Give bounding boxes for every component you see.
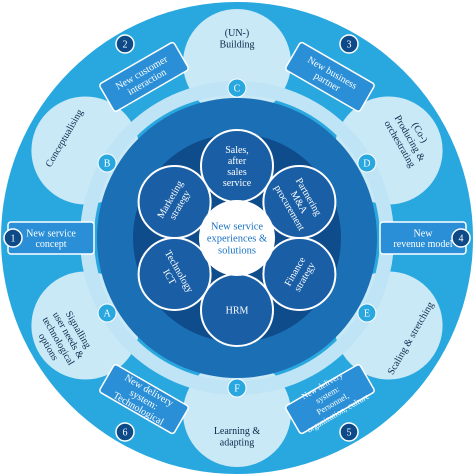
number-badge-circle xyxy=(3,228,23,248)
inner-label-line: service xyxy=(223,178,252,189)
capability-badge: A xyxy=(97,303,117,323)
number-badge-text: 5 xyxy=(347,428,352,439)
inner-marketing: Marketingstrategy xyxy=(137,165,212,239)
number-badge-text: 1 xyxy=(11,234,16,245)
number-badge-circle xyxy=(339,34,359,54)
capability-label: (UN-)Building xyxy=(219,28,254,51)
number-badge-circle xyxy=(115,34,135,54)
inner-label-line: Sales, xyxy=(225,145,249,156)
number-badge-circle xyxy=(339,422,359,442)
capability-label-line: adapting xyxy=(220,437,254,448)
inner-circle xyxy=(137,165,212,239)
dimension-label-line: concept xyxy=(35,239,66,250)
letter-badge-text: A xyxy=(103,309,111,320)
dimension-label-line: New service xyxy=(26,228,76,239)
number-badge-text: 4 xyxy=(459,234,464,245)
capability-label-line: Learning & xyxy=(214,426,261,437)
capability-label: Learning &adapting xyxy=(214,426,261,449)
inner-partnering: PartneringM&Aprocurement xyxy=(262,165,337,239)
number-badge-text: 2 xyxy=(123,40,128,51)
center-label-line: solutions xyxy=(218,246,256,257)
inner-label-line: after xyxy=(228,156,247,167)
center-label-line: experiences & xyxy=(207,234,267,245)
dimension-box xyxy=(99,364,189,435)
letter-badge-text: B xyxy=(104,159,111,170)
center-label-line: New service xyxy=(211,222,264,233)
letter-badge-text: C xyxy=(234,84,241,95)
dimension-box xyxy=(285,364,375,435)
letter-badge-circle xyxy=(357,303,377,323)
capability-badge: B xyxy=(97,153,117,173)
inner-technology: TechnologyICT xyxy=(137,237,212,311)
capability-label-line: (UN-) xyxy=(225,28,249,39)
inner-hrm: HRM xyxy=(200,273,274,347)
letter-badge-circle xyxy=(97,153,117,173)
capability-label-line: Building xyxy=(219,39,254,50)
letter-badge-circle xyxy=(227,78,247,98)
number-badge-text: 6 xyxy=(123,428,128,439)
inner-label: HRM xyxy=(226,306,249,317)
letter-badge-circle xyxy=(227,378,247,398)
letter-badge-text: F xyxy=(234,384,240,395)
inner-finance: Financestrategy xyxy=(262,237,337,311)
letter-badge-text: E xyxy=(364,309,370,320)
inner-label: Financestrategy xyxy=(283,255,318,294)
capability-badge: C xyxy=(227,78,247,98)
inner-label-line: HRM xyxy=(226,306,249,317)
number-badge-text: 3 xyxy=(347,40,352,51)
letter-badge-text: D xyxy=(363,159,370,170)
number-badge-circle xyxy=(451,228,471,248)
dimension-label-line: New xyxy=(414,228,434,239)
capability-badge: D xyxy=(357,153,377,173)
inner-label-line: sales xyxy=(227,167,247,178)
dimension-label-line: revenue model xyxy=(393,239,452,250)
capability-badge: E xyxy=(357,303,377,323)
center-disc xyxy=(199,200,275,276)
inner-circle xyxy=(262,237,337,311)
dimension-box xyxy=(285,41,375,112)
letter-badge-circle xyxy=(97,303,117,323)
number-badge-circle xyxy=(115,422,135,442)
dimension-box xyxy=(99,41,189,112)
letter-badge-circle xyxy=(357,153,377,173)
capability-badge: F xyxy=(227,378,247,398)
